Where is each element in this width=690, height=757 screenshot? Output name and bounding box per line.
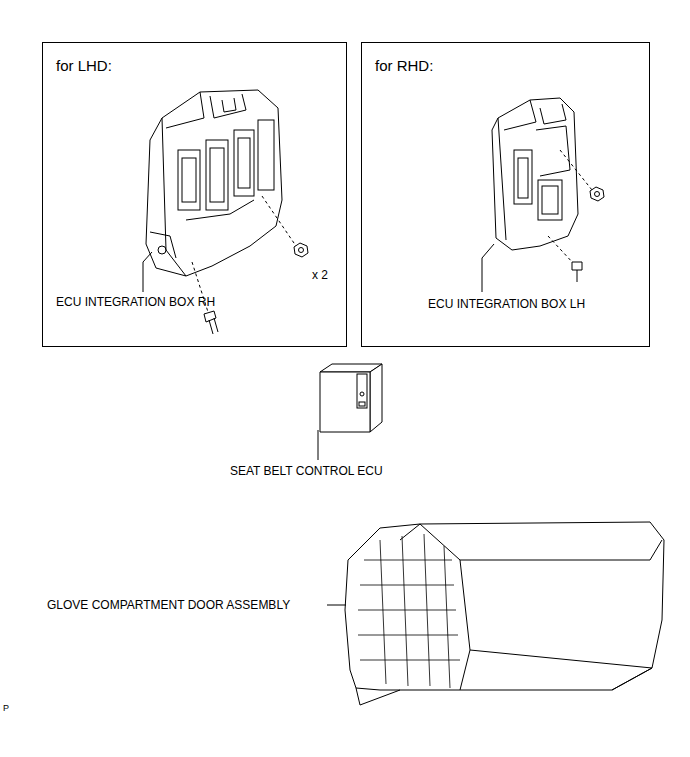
variant-box: for LHD: x 2 ECU INTEGRATION BOX RH xyxy=(42,42,347,347)
part-label: for RHD: xyxy=(375,57,433,75)
ecu-integration-box-rh xyxy=(146,90,282,276)
part-label: ECU INTEGRATION BOX RH xyxy=(56,295,215,309)
part-label: for LHD: xyxy=(56,57,112,75)
part-label: x 2 xyxy=(312,268,328,282)
nut xyxy=(560,150,604,201)
part-label: GLOVE COMPARTMENT DOOR ASSEMBLY xyxy=(47,598,290,612)
leader-line xyxy=(327,605,346,606)
part-label: P xyxy=(3,703,9,713)
leader-line xyxy=(318,430,319,460)
glove-compartment-door xyxy=(345,522,664,705)
ecu-integration-box-lh xyxy=(492,98,578,250)
leader-line xyxy=(482,244,494,292)
leader-line xyxy=(143,252,152,292)
nut xyxy=(262,196,308,257)
seat-belt-control-ecu xyxy=(320,364,382,432)
part-label: SEAT BELT CONTROL ECU xyxy=(230,464,383,478)
part-label: ECU INTEGRATION BOX LH xyxy=(428,297,585,311)
bolt xyxy=(548,236,582,282)
variant-box: for RHD: ECU INTEGRATION BOX LH xyxy=(361,42,650,347)
